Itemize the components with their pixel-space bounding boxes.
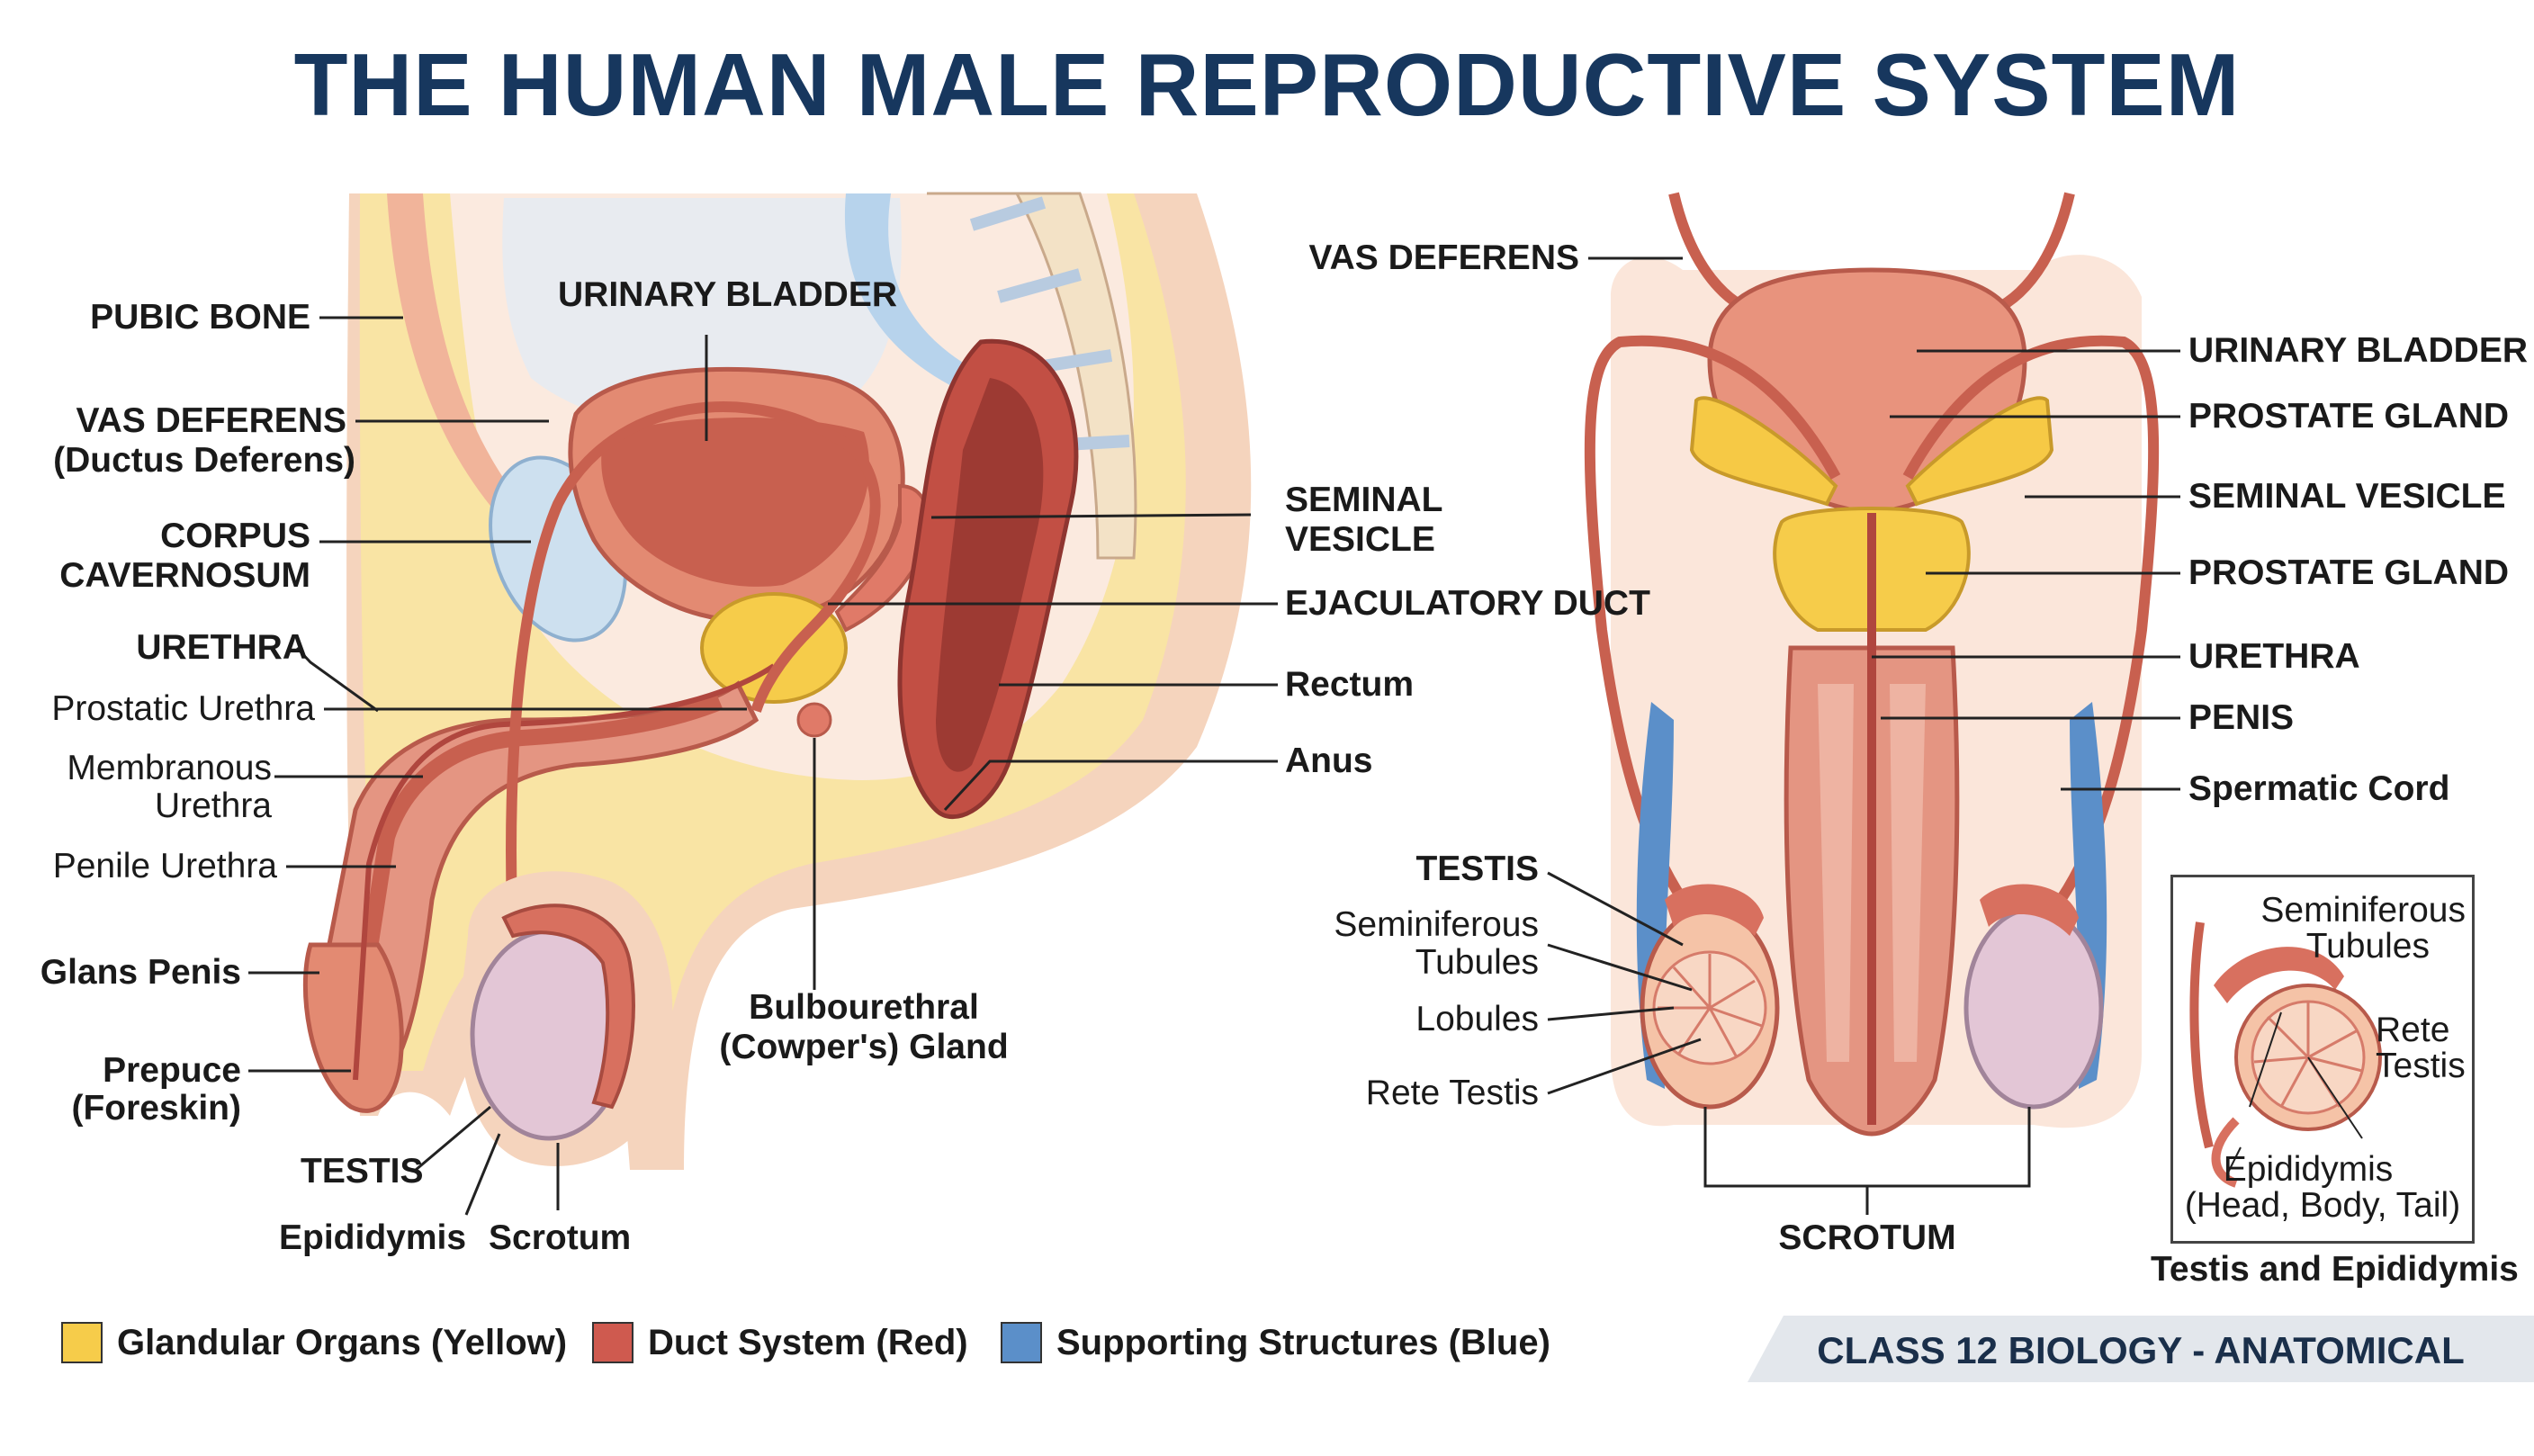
glans-shape [302,942,404,1113]
label-vas-deferens-right: VAS DEFERENS [1308,238,1580,277]
label-penile-urethra: Penile Urethra [52,847,277,885]
label-seminiferous-1: Seminiferous [1334,905,1539,944]
label-penis-right: PENIS [2188,698,2295,737]
label-scrotum-right: SCROTUM [1778,1218,1956,1257]
legend-glandular: Glandular Organs (Yellow) [61,1319,567,1366]
page-title: THE HUMAN MALE REPRODUCTIVE SYSTEM [293,35,2241,134]
label-vas-deferens-sub: (Ductus Deferens) [53,441,355,480]
label-seminal-1: SEMINAL [1285,481,1443,519]
label-seminiferous-2: Tubules [1415,943,1539,982]
front-epididymis-left [1665,884,1764,936]
label-testis-left: TESTIS [301,1152,424,1191]
label-prostatic-urethra: Prostatic Urethra [51,689,315,728]
label-epididymis-left: Epididymis [279,1218,467,1257]
legend-supporting: Supporting Structures (Blue) [1001,1319,1550,1366]
legend-swatch-blue [1001,1322,1042,1363]
inset-label-seminiferous-2: Tubules [2305,927,2430,966]
label-anus: Anus [1285,741,1373,780]
label-seminal-vesicle-right: SEMINAL VESICLE [2188,477,2506,516]
label-spermatic-cord: Spermatic Cord [2188,769,2450,808]
inset-label-rete-1: Rete [2376,1011,2450,1049]
legend-label-supporting: Supporting Structures (Blue) [1056,1322,1550,1362]
seminal-vesicle-right-shape [1905,396,2054,507]
bulbourethral-shape [796,702,832,738]
legend-swatch-yellow [61,1322,103,1363]
label-membranous-2: Urethra [154,786,272,825]
epididymis-shape-left [501,903,635,1110]
front-epididymis-right [1980,884,2079,936]
inset-label-rete-2: Testis [2376,1047,2466,1085]
label-ejaculatory-duct: EJACULATORY DUCT [1285,584,1650,623]
inset-label-epididymis-sub: (Head, Body, Tail) [2184,1186,2461,1225]
label-rectum: Rectum [1285,665,1415,704]
sagittal-section [302,192,1252,1170]
vas-deferens-loop [506,401,881,1054]
label-pubic-bone: PUBIC BONE [90,298,310,337]
inset-caption: Testis and Epididymis [2151,1250,2519,1289]
label-corpus-2: CAVERNOSUM [59,556,310,595]
label-seminal-2: VESICLE [1285,520,1435,559]
label-prostate-gland-1: PROSTATE GLAND [2188,397,2510,436]
label-prostate-gland-2: PROSTATE GLAND [2188,553,2510,592]
label-glans-penis: Glans Penis [40,953,241,992]
inset-label-seminiferous-1: Seminiferous [2260,891,2466,930]
label-testis-right: TESTIS [1415,849,1539,888]
urethra-line [353,663,776,1081]
anatomy-illustration [248,192,2180,1216]
vas-long-right [1902,335,2160,903]
legend-duct: Duct System (Red) [592,1319,968,1366]
inset-illustration [2189,921,2382,1188]
label-vas-deferens: VAS DEFERENS [76,401,347,440]
vas-long-left [1584,335,1841,903]
label-membranous-1: Membranous [67,749,272,787]
label-prepuce: Prepuce [103,1051,241,1090]
front-view [1584,192,2160,1137]
label-bulbourethral-1: Bulbourethral [749,988,979,1027]
prostate-shape [700,592,848,704]
legend-label-duct: Duct System (Red) [648,1322,968,1362]
label-urethra: URETHRA [136,628,308,667]
label-prepuce-sub: (Foreskin) [71,1089,241,1128]
pubic-bone-shape [387,193,522,522]
spine-vertebrae [927,192,1137,560]
seminal-vesicle-left-shape [1689,396,1838,507]
label-urinary-bladder-left: URINARY BLADDER [558,275,898,314]
label-lobules: Lobules [1415,1000,1539,1038]
legend-swatch-red [592,1322,634,1363]
peritoneum [844,193,990,396]
label-corpus-1: CORPUS [160,517,310,555]
inset-label-epididymis: Epididymis [2223,1150,2394,1189]
testis-epididymis-inset [2170,875,2475,1244]
label-scrotum-left: Scrotum [489,1218,632,1257]
legend-label-glandular: Glandular Organs (Yellow) [117,1322,568,1362]
footer-banner: CLASS 12 BIOLOGY - ANATOMICAL DIAGRAM [1748,1316,2534,1382]
front-testis-right-shape [1963,906,2104,1110]
label-rete-testis: Rete Testis [1365,1074,1539,1112]
label-urinary-bladder-right: URINARY BLADDER [2188,331,2529,370]
label-bulbourethral-2: (Cowper's) Gland [719,1028,1009,1066]
label-urethra-right: URETHRA [2188,637,2360,676]
